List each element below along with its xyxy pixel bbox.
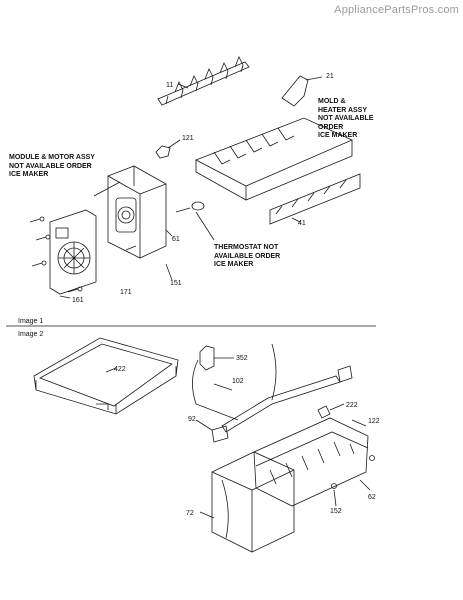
- image-1-label: Image 1: [18, 318, 44, 325]
- bracket-part-222: [317, 405, 331, 419]
- ice-bucket: [33, 337, 179, 415]
- callout-61: 61: [172, 236, 180, 243]
- image-2-label: Image 2: [18, 331, 44, 338]
- ice-maker-unit: [253, 417, 375, 507]
- caption-module-motor: MODULE & MOTOR ASSY NOT AVAILABLE ORDER …: [9, 154, 95, 178]
- clip-part-352: [199, 345, 215, 371]
- clip-part-121: [155, 145, 171, 159]
- callout-41: 41: [298, 220, 306, 227]
- caption-mold-heater: MOLD & HEATER ASSY NOT AVAILABLE ORDER I…: [318, 98, 374, 139]
- callout-102: 102: [232, 378, 244, 385]
- screws: [29, 218, 79, 293]
- mold-assembly: [195, 117, 361, 225]
- callout-352: 352: [236, 355, 248, 362]
- caption-thermostat: THERMOSTAT NOT AVAILABLE ORDER ICE MAKER: [214, 244, 281, 268]
- callout-92: 92: [188, 416, 196, 423]
- motor-plate: [49, 209, 97, 295]
- callout-11: 11: [166, 82, 174, 89]
- module-housing: [107, 165, 167, 259]
- callout-222: 222: [346, 402, 358, 409]
- callout-422: 422: [114, 366, 126, 373]
- callout-122: 122: [368, 418, 380, 425]
- callout-171: 171: [120, 289, 132, 296]
- ejector-blade-part: [157, 56, 250, 106]
- callout-161: 161: [72, 297, 84, 304]
- front-cover: [211, 451, 295, 553]
- callout-152: 152: [330, 508, 342, 515]
- wire-harness: [211, 365, 353, 443]
- callout-151: 151: [170, 280, 182, 287]
- watermark: AppliancePartsPros.com: [334, 4, 459, 16]
- wire-arm: [192, 343, 277, 421]
- callout-72: 72: [186, 510, 194, 517]
- callout-62: 62: [368, 494, 376, 501]
- callout-21: 21: [326, 73, 334, 80]
- lever-part-21: [281, 75, 309, 107]
- callout-121: 121: [182, 135, 194, 142]
